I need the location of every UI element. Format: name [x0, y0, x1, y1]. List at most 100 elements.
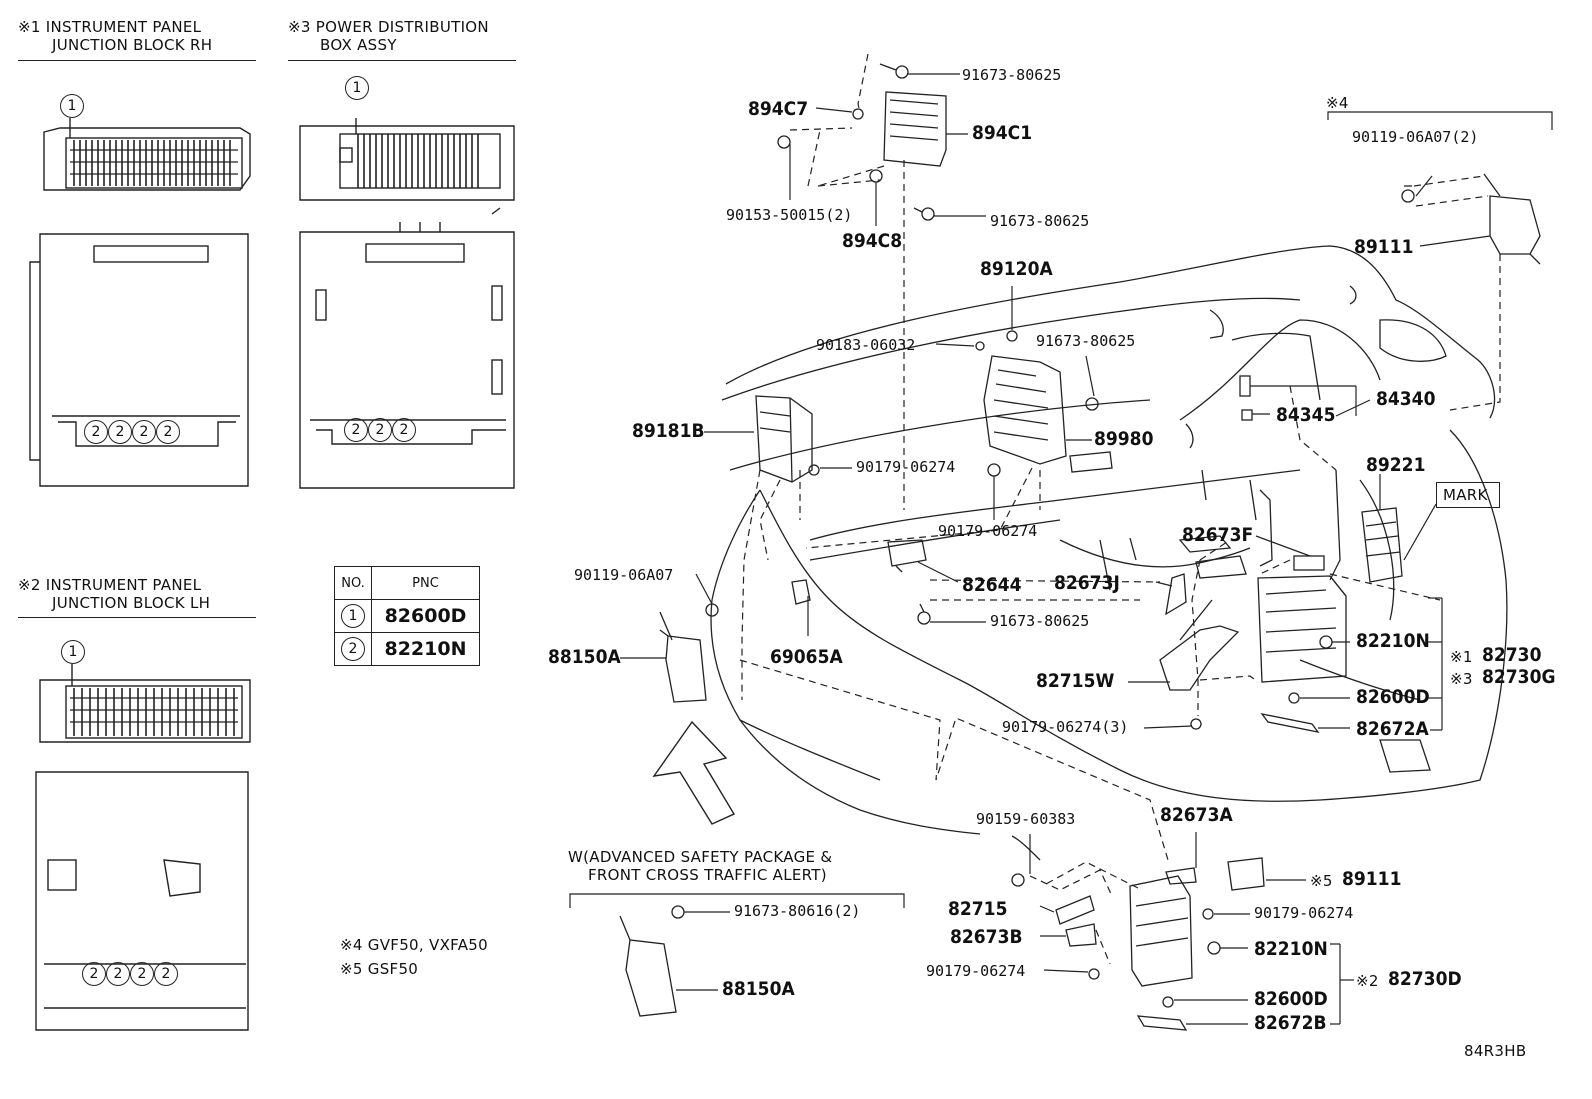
label-88150A-a: 88150A [548, 646, 621, 668]
mark-3: ※3 [1450, 670, 1473, 688]
label-894C8: 894C8 [842, 230, 903, 252]
inset-pdb-line2: BOX ASSY [320, 36, 397, 54]
pnc-row-no: 2 [334, 632, 372, 666]
pnc-row-value: 82210N [371, 632, 480, 666]
inset-lh-underline [18, 617, 256, 618]
callout-2: 2 [392, 418, 416, 442]
pnc-row-value: 82600D [371, 599, 480, 633]
label-84345: 84345 [1276, 404, 1336, 426]
inset-rh-line2: JUNCTION BLOCK RH [52, 36, 213, 54]
inset-lh-heading: ※2 INSTRUMENT PANEL JUNCTION BLOCK LH [18, 576, 210, 612]
callout-1-rh: 1 [60, 94, 84, 118]
junction-block-rh-drawing [29, 118, 251, 487]
label-91673-80625-b: 91673-80625 [990, 212, 1090, 230]
mark-box: MARK [1436, 482, 1500, 508]
label-91673-80625-a: 91673-80625 [962, 66, 1062, 84]
mark-5: ※5 [1310, 872, 1333, 890]
note-5: ※5 GSF50 [340, 960, 419, 978]
label-90179-06274-b: 90179-06274 [938, 522, 1038, 540]
callout-2: 2 [132, 420, 156, 444]
label-82672A: 82672A [1356, 718, 1429, 740]
label-90179-06274-3: 90179-06274(3) [1002, 718, 1129, 736]
mark-1: ※1 [1450, 648, 1473, 666]
inset-pdb-underline [288, 60, 516, 61]
inset-rh-mark: ※1 [18, 18, 41, 36]
label-82672B: 82672B [1254, 1012, 1327, 1034]
junction-block-lh-drawing [35, 664, 251, 1031]
label-82600D-a: 82600D [1356, 686, 1430, 708]
label-89181B: 89181B [632, 420, 705, 442]
label-82210N-a: 82210N [1356, 630, 1430, 652]
inset-lh-line1: INSTRUMENT PANEL [45, 576, 202, 594]
label-90159-60383: 90159-60383 [976, 810, 1076, 828]
label-82600D-b: 82600D [1254, 988, 1328, 1010]
label-82730G: 82730G [1482, 666, 1556, 688]
callout-1-lh: 1 [61, 640, 85, 664]
label-89221: 89221 [1366, 454, 1426, 476]
pnc-row-no: 1 [334, 599, 372, 633]
label-89111-a: 89111 [1354, 236, 1414, 258]
leader-lines [569, 73, 1553, 1025]
label-82730: 82730 [1482, 644, 1542, 666]
callout-2: 2 [154, 962, 178, 986]
label-894C1: 894C1 [972, 122, 1033, 144]
label-90179-06274-e: 90179-06274 [1254, 904, 1354, 922]
mark-label: MARK [1443, 486, 1488, 504]
label-90183-06032: 90183-06032 [816, 336, 916, 354]
callout-2: 2 [108, 420, 132, 444]
label-91673-80625-c: 91673-80625 [1036, 332, 1136, 350]
reference-code: 84R3HB [1464, 1042, 1527, 1060]
note-4: ※4 GVF50, VXFA50 [340, 936, 488, 954]
package-caption-line1: W(ADVANCED SAFETY PACKAGE & [568, 848, 833, 866]
pnc-table-header-row: NO. PNC [334, 566, 480, 600]
label-84340: 84340 [1376, 388, 1436, 410]
inset-lh-line2: JUNCTION BLOCK LH [52, 594, 211, 612]
pnc-header-no: NO. [334, 566, 372, 600]
package-caption-line2: FRONT CROSS TRAFFIC ALERT) [588, 866, 827, 884]
label-89980: 89980 [1094, 428, 1154, 450]
label-82673A: 82673A [1160, 804, 1233, 826]
power-distribution-box-drawing [299, 118, 515, 489]
callout-1-pdb: 1 [345, 76, 369, 100]
label-90119-06A07: 90119-06A07 [574, 566, 674, 584]
inset-lh-mark: ※2 [18, 576, 41, 594]
label-90179-06274-a: 90179-06274 [856, 458, 956, 476]
inset-rh-underline [18, 60, 256, 61]
label-69065A: 69065A [770, 646, 843, 668]
callout-2: 2 [368, 418, 392, 442]
label-89120A: 89120A [980, 258, 1053, 280]
label-82730D: 82730D [1388, 968, 1462, 990]
components-drawing [619, 63, 1541, 1031]
label-82673F: 82673F [1182, 524, 1254, 546]
label-82715W: 82715W [1036, 670, 1115, 692]
callout-2: 2 [156, 420, 180, 444]
pnc-header-pnc: PNC [371, 566, 480, 600]
inset-pdb-mark: ※3 [288, 18, 311, 36]
label-88150A-b: 88150A [722, 978, 795, 1000]
inset-pdb-heading: ※3 POWER DISTRIBUTION BOX ASSY [288, 18, 489, 54]
mark-2: ※2 [1356, 972, 1379, 990]
callout-2: 2 [344, 418, 368, 442]
label-91673-80616-2: 91673-80616(2) [734, 902, 861, 920]
dashed-lines [739, 53, 1501, 965]
pnc-table-row: 2 82210N [334, 632, 480, 666]
callout-2: 2 [84, 420, 108, 444]
callout-2: 2 [82, 962, 106, 986]
callout-2: 2 [130, 962, 154, 986]
label-82673B: 82673B [950, 926, 1023, 948]
inset-rh-line1: INSTRUMENT PANEL [45, 18, 202, 36]
label-91673-80625-d: 91673-80625 [990, 612, 1090, 630]
label-82673J: 82673J [1054, 572, 1120, 594]
label-90153-50015: 90153-50015(2) [726, 206, 853, 224]
pnc-table-row: 1 82600D [334, 599, 480, 633]
pnc-table: NO. PNC 1 82600D 2 82210N [334, 566, 480, 666]
callout-2: 2 [106, 962, 130, 986]
label-90179-06274-d: 90179-06274 [926, 962, 1026, 980]
label-82715: 82715 [948, 898, 1008, 920]
label-82210N-b: 82210N [1254, 938, 1328, 960]
inset-pdb-line1: POWER DISTRIBUTION [315, 18, 489, 36]
note-4-bracket-mark: ※4 [1326, 94, 1349, 112]
